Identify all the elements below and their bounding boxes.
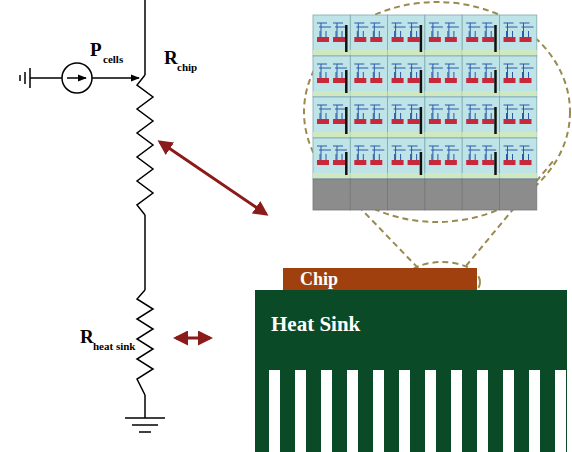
resistor-symbol <box>137 290 153 395</box>
symbol-letter: R <box>164 48 178 67</box>
symbol-subscript: chip <box>177 62 197 73</box>
heat-sink: Heat Sink <box>255 290 572 452</box>
correspondence-arrow <box>176 337 210 340</box>
part-name: Chip <box>283 268 483 290</box>
zoom-callout <box>304 2 570 302</box>
symbol-subscript: cells <box>103 54 123 65</box>
chip-cross-section <box>313 15 537 210</box>
correspondence-arrow <box>160 142 266 214</box>
symbol-subscript: heat sink <box>93 341 136 352</box>
resistor-symbol <box>137 75 153 215</box>
circuit-wires <box>30 0 153 418</box>
ground-symbol <box>20 68 30 88</box>
chip-box: Chip <box>283 268 483 290</box>
current-source <box>62 63 92 93</box>
ground-symbol <box>125 418 165 432</box>
symbol-letter: R <box>80 327 94 346</box>
part-name: Heat Sink <box>255 290 572 336</box>
symbol-letter: P <box>90 40 102 59</box>
